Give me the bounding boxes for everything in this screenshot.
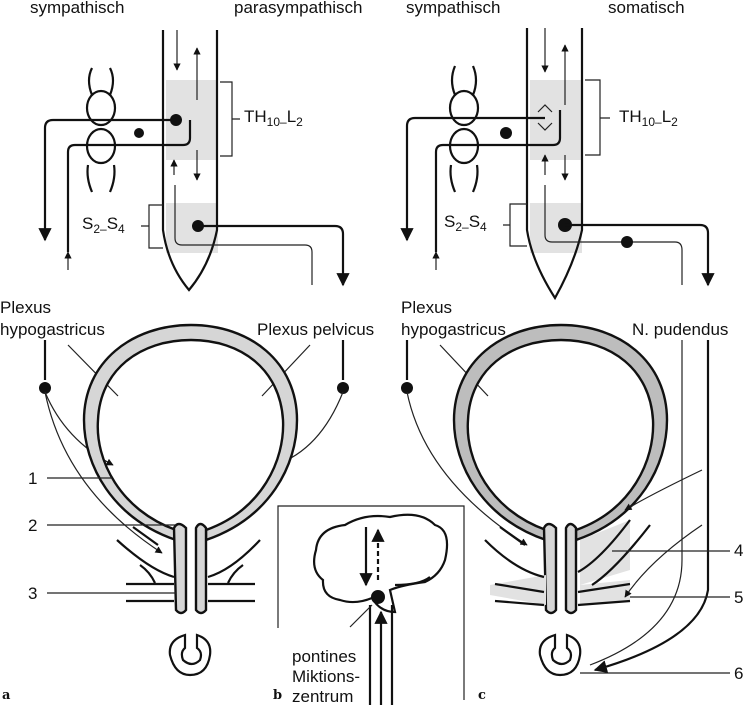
bracket-upper-a (220, 81, 240, 157)
label-plexus-pelvicus: Plexus pelvicus (257, 320, 375, 339)
sympathetic-chain-c (448, 65, 480, 193)
panel-letter-b: b (273, 688, 283, 703)
segment-label-s2-s4-c: S2–S4 (444, 212, 487, 234)
header-sympathetic-c: sympathisch (406, 0, 501, 17)
panel-b-frame (277, 505, 465, 700)
number-label-2: 2 (28, 516, 38, 535)
number-label-6: 6 (734, 664, 744, 683)
bladder-a (82, 323, 299, 615)
bracket-lower-a (141, 204, 163, 249)
header-parasympathetic: parasympathisch (234, 0, 363, 17)
sympathetic-chain-a (85, 67, 117, 193)
label-plexus-hypogastricus-c-line1: Plexus (401, 298, 453, 317)
header-somatic: somatisch (608, 0, 685, 17)
panel-c-drawing (400, 28, 730, 677)
label-plexus-hypogastricus-a-line1: Plexus (0, 298, 52, 317)
panel-letter-c: c (478, 688, 486, 703)
segment-label-th10-l2-c: TH10–L2 (619, 107, 678, 129)
number-label-1: 1 (28, 469, 38, 488)
number-label-4: 4 (734, 541, 744, 560)
spinal-cord-a (161, 30, 219, 292)
number-label-5: 5 (734, 588, 744, 607)
label-plexus-hypogastricus-c-line2: hypogastricus (401, 320, 506, 339)
sphincter-ring-a (168, 633, 212, 677)
caption-pontine-line1: pontines (292, 647, 357, 666)
label-plexus-hypogastricus-a-line2: hypogastricus (0, 320, 105, 339)
panel-b-drawing (277, 505, 465, 705)
spinal-cord-c (525, 28, 584, 301)
header-sympathetic-a: sympathisch (30, 0, 125, 17)
panel-a-drawing (38, 30, 350, 677)
segment-label-th10-l2-a: TH10–L2 (244, 107, 303, 129)
label-n-pudendus: N. pudendus (632, 320, 729, 339)
number-label-3: 3 (28, 584, 38, 603)
segment-label-s2-s4-a: S2–S4 (82, 214, 125, 236)
panel-letter-a: a (2, 688, 11, 703)
caption-pontine-line2: Miktions- (292, 667, 361, 686)
caption-pontine-line3: zentrum (292, 687, 354, 706)
bladder-c (452, 323, 669, 615)
